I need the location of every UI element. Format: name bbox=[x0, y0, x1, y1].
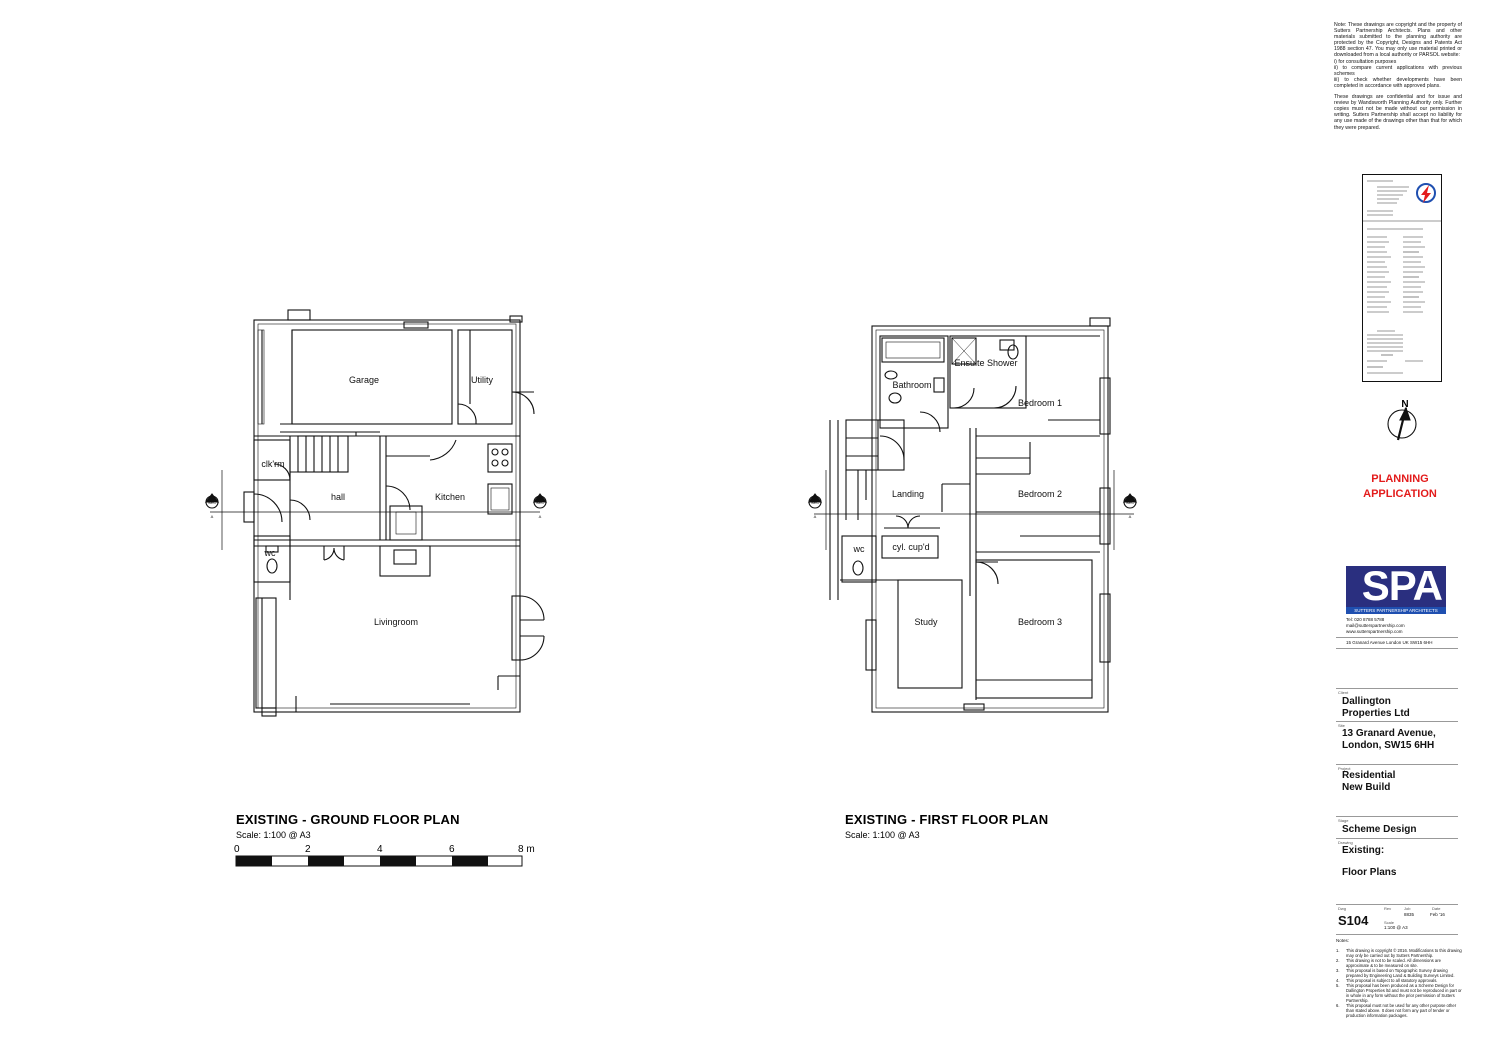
ground-floor-scale: Scale: 1:100 @ A3 bbox=[236, 830, 311, 840]
scale-tick-label: 8 m bbox=[518, 844, 535, 855]
site-label: Site bbox=[1338, 723, 1345, 728]
survey-inset-graphic bbox=[1363, 180, 1441, 374]
section-marker-text: SEC bbox=[536, 500, 544, 505]
company-address: 15 Granard Avenue London UK SW15 6HH bbox=[1346, 640, 1433, 645]
scale-label: Scale bbox=[1384, 920, 1395, 925]
section-marker-ground-left bbox=[204, 493, 220, 509]
room-label-bathroom: Bathroom bbox=[892, 380, 931, 390]
room-label-bedroom1: Bedroom 1 bbox=[1018, 398, 1062, 408]
stage-label: Stage bbox=[1338, 818, 1349, 823]
note-item: 5.This proposal has been produced as a S… bbox=[1336, 983, 1462, 1003]
north-label: N bbox=[1401, 399, 1408, 410]
divider bbox=[1336, 688, 1458, 689]
copyright-note-para: These drawings are confidential and for … bbox=[1334, 94, 1462, 131]
room-label-garage: Garage bbox=[349, 375, 379, 385]
survey-inset bbox=[1362, 174, 1442, 382]
section-marker-letter: A bbox=[814, 514, 817, 519]
note-item: 2.This drawing is not to be scaled. All … bbox=[1336, 958, 1441, 968]
room-label-clkrm: clk'rm bbox=[261, 459, 284, 469]
scale-tick-label: 4 bbox=[377, 844, 383, 855]
room-label-cylcupd: cyl. cup'd bbox=[892, 542, 929, 552]
scale-tick-label: 0 bbox=[234, 844, 240, 855]
divider bbox=[1336, 934, 1458, 935]
room-label-bedroom3: Bedroom 3 bbox=[1018, 617, 1062, 627]
company-name: SUTTERS PARTNERSHIP ARCHITECTS bbox=[1346, 607, 1446, 614]
copyright-note-item: i) for consultation purposes bbox=[1334, 58, 1397, 65]
section-marker-first-right bbox=[1122, 493, 1138, 509]
company-tel: Tel: 020 8788 5788 bbox=[1346, 617, 1385, 622]
note-item: 6.This proposal must not be used for any… bbox=[1336, 1003, 1457, 1018]
section-marker-text: SEC bbox=[811, 500, 819, 505]
drawing-number: S104 bbox=[1338, 913, 1369, 928]
dwg-label: Dwg bbox=[1338, 906, 1347, 911]
company-web: www.sutterspartnership.com bbox=[1346, 629, 1403, 634]
divider bbox=[1336, 721, 1458, 722]
note-item: 3.This proposal is based on Topographic … bbox=[1336, 968, 1455, 978]
drawing-label: Drawing bbox=[1338, 840, 1353, 845]
section-marker-text: SEC bbox=[1126, 500, 1134, 505]
room-label-bedroom2: Bedroom 2 bbox=[1018, 489, 1062, 499]
divider bbox=[1336, 764, 1458, 765]
date-value: Feb '16 bbox=[1430, 912, 1445, 917]
drawing-value-line1: Existing: bbox=[1342, 845, 1385, 856]
client-value: Dallington Properties Ltd bbox=[1342, 696, 1410, 719]
room-label-ensuite: Ensuite Shower bbox=[954, 358, 1017, 368]
drawing-value-line2: Floor Plans bbox=[1342, 867, 1397, 878]
divider bbox=[1336, 904, 1458, 905]
divider bbox=[1336, 637, 1458, 638]
section-marker-letter: A bbox=[211, 514, 214, 519]
section-marker-first-left bbox=[807, 493, 823, 509]
section-marker-letter: A bbox=[539, 514, 542, 519]
ground-floor-title: EXISTING - GROUND FLOOR PLAN bbox=[236, 812, 460, 827]
company-logo: SPA SUTTERS PARTNERSHIP ARCHITECTS bbox=[1346, 562, 1446, 614]
scale-tick-label: 2 bbox=[305, 844, 311, 855]
note-item: 1.This drawing is copyright © 2016. Modi… bbox=[1336, 948, 1462, 958]
north-arrow-icon bbox=[1387, 406, 1417, 441]
scale-bar: 0 2 4 6 8 m bbox=[234, 844, 535, 867]
copyright-note-para: Note: These drawings are copyright and t… bbox=[1334, 22, 1462, 59]
scale-value: 1:100 @ A3 bbox=[1384, 925, 1408, 930]
room-label-kitchen: Kitchen bbox=[435, 492, 465, 502]
rev-label: Rev bbox=[1384, 906, 1392, 911]
room-label-livingroom: Livingroom bbox=[374, 617, 418, 627]
ground-floor-walls bbox=[210, 309, 545, 717]
date-label: Date bbox=[1432, 906, 1441, 911]
job-number: 8835 bbox=[1404, 912, 1415, 917]
section-marker-ground-right bbox=[532, 493, 548, 509]
site-value: 13 Granard Avenue, London, SW15 6HH bbox=[1342, 728, 1436, 751]
divider bbox=[1336, 816, 1458, 817]
divider bbox=[1336, 838, 1458, 839]
job-label: Job bbox=[1404, 906, 1411, 911]
notes-label: Notes: bbox=[1336, 938, 1350, 943]
first-floor-title: EXISTING - FIRST FLOOR PLAN bbox=[845, 812, 1048, 827]
company-email: mail@sutterspartnership.com bbox=[1346, 623, 1405, 628]
copyright-note-item: ii) to compare current applications with… bbox=[1334, 64, 1462, 77]
notes-list: 1.This drawing is copyright © 2016. Modi… bbox=[1336, 948, 1462, 1018]
copyright-note: Note: These drawings are copyright and t… bbox=[1334, 22, 1462, 131]
section-marker-letter: A bbox=[1129, 514, 1132, 519]
scale-tick-label: 6 bbox=[449, 844, 455, 855]
room-label-utility: Utility bbox=[471, 375, 493, 385]
room-label-hall: hall bbox=[331, 492, 345, 502]
client-label: Client bbox=[1338, 690, 1349, 695]
stage-value: Scheme Design bbox=[1342, 824, 1417, 835]
note-item: 4.This proposal is subject to all statut… bbox=[1336, 978, 1438, 983]
copyright-note-item: iii) to check whether developments have … bbox=[1334, 76, 1462, 89]
section-marker-text: SEC bbox=[208, 500, 216, 505]
first-floor-walls bbox=[814, 317, 1134, 713]
company-logo-text: SPA bbox=[1361, 562, 1443, 609]
project-value: Residential New Build bbox=[1342, 770, 1396, 793]
company-contact: Tel: 020 8788 5788 mail@sutterspartnersh… bbox=[1346, 617, 1405, 635]
divider bbox=[1336, 648, 1458, 649]
room-label-landing: Landing bbox=[892, 489, 924, 499]
planning-application-stamp: PLANNING APPLICATION bbox=[1363, 473, 1437, 500]
project-label: Project bbox=[1338, 766, 1351, 771]
room-label-wc-ground: wc bbox=[264, 548, 276, 558]
room-label-wc-first: wc bbox=[853, 544, 865, 554]
room-label-study: Study bbox=[914, 617, 938, 627]
first-floor-scale: Scale: 1:100 @ A3 bbox=[845, 830, 920, 840]
